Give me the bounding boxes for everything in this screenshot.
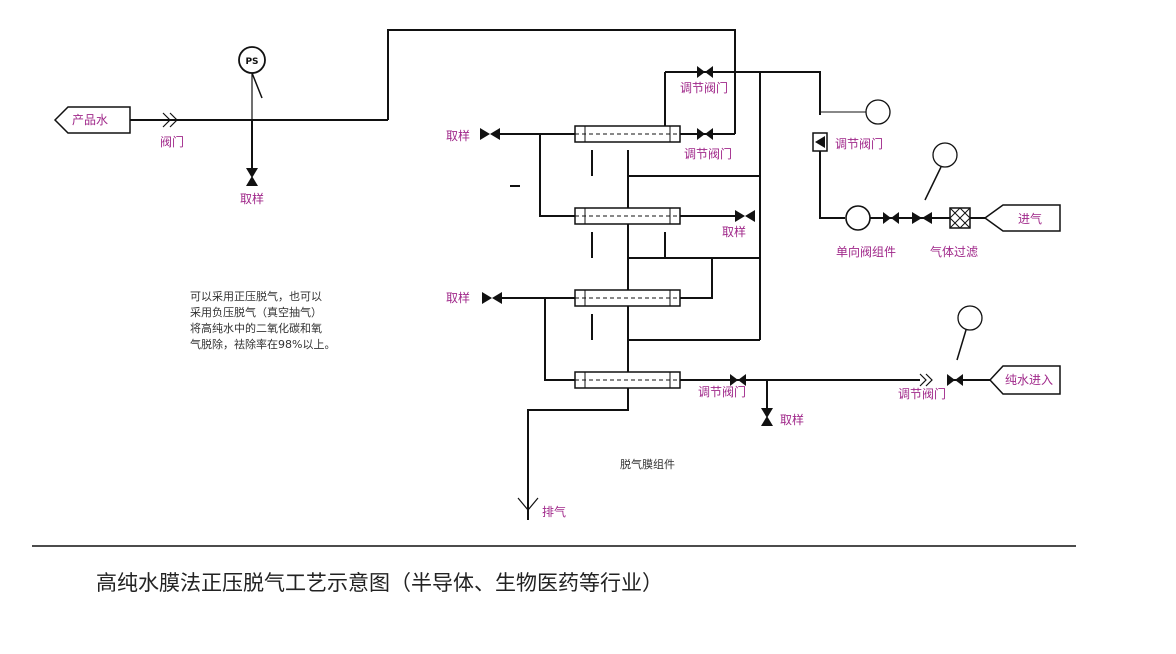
membrane-module-2 (574, 207, 681, 225)
membrane-module-1 (574, 125, 681, 143)
note-line: 采用负压脱气（真空抽气） (190, 305, 322, 319)
valve-product-icon (162, 112, 178, 128)
gas-filter-icon (949, 207, 971, 229)
reg-valve-mid-icon (697, 128, 713, 140)
ps-label: PS (245, 57, 258, 67)
sample-valve-a-icon (480, 128, 540, 140)
terminal-pure-water-in-label: 纯水进入 (1005, 373, 1053, 387)
exhaust-label: 排气 (542, 504, 566, 519)
diagram-caption: 高纯水膜法正压脱气工艺示意图（半导体、生物医药等行业） (96, 571, 663, 595)
reg-valve-bottom-icon (730, 374, 746, 386)
terminal-pure-water-in: 纯水进入 (988, 365, 1061, 395)
terminal-gas-in: 进气 (983, 204, 1061, 232)
note-line: 气脱除，祛除率在98%以上。 (190, 337, 335, 351)
pressure-switch-gauge: PS (238, 46, 266, 99)
sample-bottom-label: 取样 (780, 412, 804, 427)
valve-product-label: 阀门 (160, 134, 184, 149)
sample-valve-b-icon (735, 210, 755, 222)
note-line: 将高纯水中的二氧化碳和氧 (190, 321, 322, 335)
pure-water-valve-icon (919, 373, 963, 387)
sample-valve-c-icon (482, 292, 502, 304)
terminal-product-water: 产品水 (53, 106, 131, 134)
sample-valve-bottom-icon (761, 408, 773, 426)
module-group-label: 脱气膜组件 (620, 457, 675, 471)
reg-valve-top-icon (697, 66, 713, 78)
sample-valve-left-icon (246, 168, 258, 186)
sample-a-label: 取样 (446, 128, 470, 143)
sample-left-label: 取样 (240, 191, 264, 206)
exhaust-vent-icon (517, 497, 539, 520)
reg-valve-5-label: 调节阀门 (898, 386, 946, 401)
sample-b-label: 取样 (722, 224, 746, 239)
reg-valve-4-label: 调节阀门 (698, 384, 746, 399)
check-valve-group-icon (845, 205, 899, 231)
reg-valve-3-label: 调节阀门 (835, 136, 883, 151)
membrane-module-4 (574, 371, 681, 389)
note-line: 可以采用正压脱气，也可以 (190, 289, 322, 303)
membrane-module-3 (574, 289, 681, 307)
check-valve-icon (812, 132, 828, 152)
check-valve-group-label: 单向阀组件 (836, 244, 896, 259)
reg-valve-1-label: 调节阀门 (680, 80, 728, 95)
gauge-pure-water (956, 305, 983, 361)
pipes (130, 29, 990, 500)
gas-filter-label: 气体过滤 (930, 244, 978, 259)
gas-control-valve-icon (912, 212, 932, 224)
gauge-right-top (820, 99, 891, 125)
process-note: 可以采用正压脱气，也可以 采用负压脱气（真空抽气） 将高纯水中的二氧化碳和氧 气… (190, 289, 335, 351)
terminal-product-water-label: 产品水 (72, 113, 108, 127)
sample-c-label: 取样 (446, 290, 470, 305)
reg-valve-2-label: 调节阀门 (684, 146, 732, 161)
gauge-gas-line (924, 142, 958, 201)
terminal-gas-in-label: 进气 (1018, 211, 1042, 226)
